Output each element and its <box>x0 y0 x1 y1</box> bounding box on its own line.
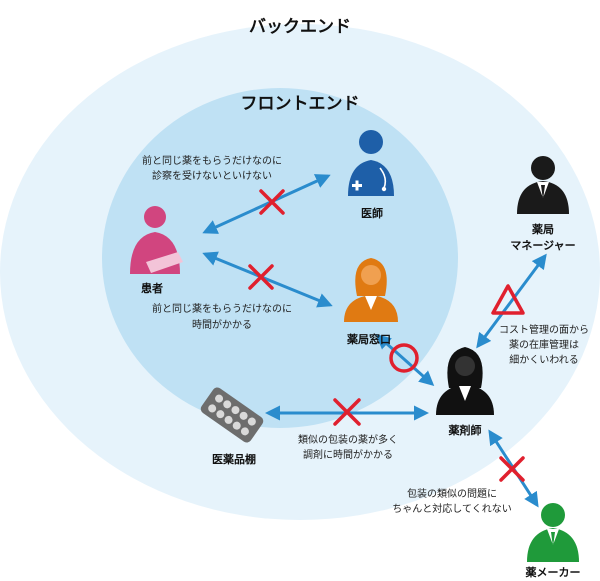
pharmacy-manager-label-line2: マネージャー <box>510 239 575 252</box>
triangle-mark-pharmacist-manager <box>491 284 525 315</box>
cross-mark-pharmacist-manufacturer <box>499 456 525 482</box>
note-shelf-pharmacist-line1: 類似の包装の薬が多く <box>298 433 398 446</box>
arrow-pharmacist-manager <box>476 253 547 349</box>
pharmacist-woman-icon <box>436 347 494 415</box>
patient-icon <box>130 206 183 274</box>
note-patient-window-line1: 前と同じ薬をもらうだけなのに <box>152 302 292 315</box>
frontend-title: フロントエンド <box>241 94 360 114</box>
backend-title: バックエンド <box>249 17 351 37</box>
doctor-label: 医師 <box>361 206 383 220</box>
circle-mark-window-pharmacist <box>389 343 419 373</box>
note-pharmacist-manager-line3: 細かくいわれる <box>509 353 579 366</box>
note-pharmacist-manufacturer-line1: 包装の類似の問題に <box>407 487 497 500</box>
pharmacy-window-label: 薬局窓口 <box>347 332 391 346</box>
pharmacist-label: 薬剤師 <box>449 423 482 437</box>
cross-mark-patient-doctor <box>259 189 285 215</box>
note-pharmacist-manufacturer-line2: ちゃんと対応してくれない <box>392 502 511 515</box>
note-patient-doctor-line2: 診察を受けないといけない <box>152 169 272 182</box>
medicine-shelf-label: 医薬品棚 <box>212 452 256 466</box>
arrow-patient-window <box>202 251 333 308</box>
cross-mark-shelf-pharmacist <box>333 398 361 426</box>
pill-pack-icon <box>200 387 264 443</box>
arrow-patient-doctor <box>202 174 331 234</box>
cross-mark-patient-window <box>248 264 274 290</box>
arrow-window-pharmacist <box>375 334 435 386</box>
pharmacy-manager-label-line1: 薬局 <box>532 222 554 236</box>
note-pharmacist-manager-line2: 薬の在庫管理は <box>509 338 579 351</box>
manufacturer-label: 薬メーカー <box>526 565 581 579</box>
note-pharmacist-manager-line1: コスト管理の面から <box>499 323 589 336</box>
businessman-icon <box>517 156 569 214</box>
doctor-icon <box>348 130 394 196</box>
staff-woman-icon <box>344 258 398 322</box>
patient-label: 患者 <box>141 281 163 295</box>
note-patient-doctor-line1: 前と同じ薬をもらうだけなのに <box>142 154 282 167</box>
note-shelf-pharmacist-line2: 調剤に時間がかかる <box>303 448 393 461</box>
note-patient-window-line2: 時間がかかる <box>192 318 252 331</box>
manufacturer-businessman-icon <box>527 503 579 562</box>
